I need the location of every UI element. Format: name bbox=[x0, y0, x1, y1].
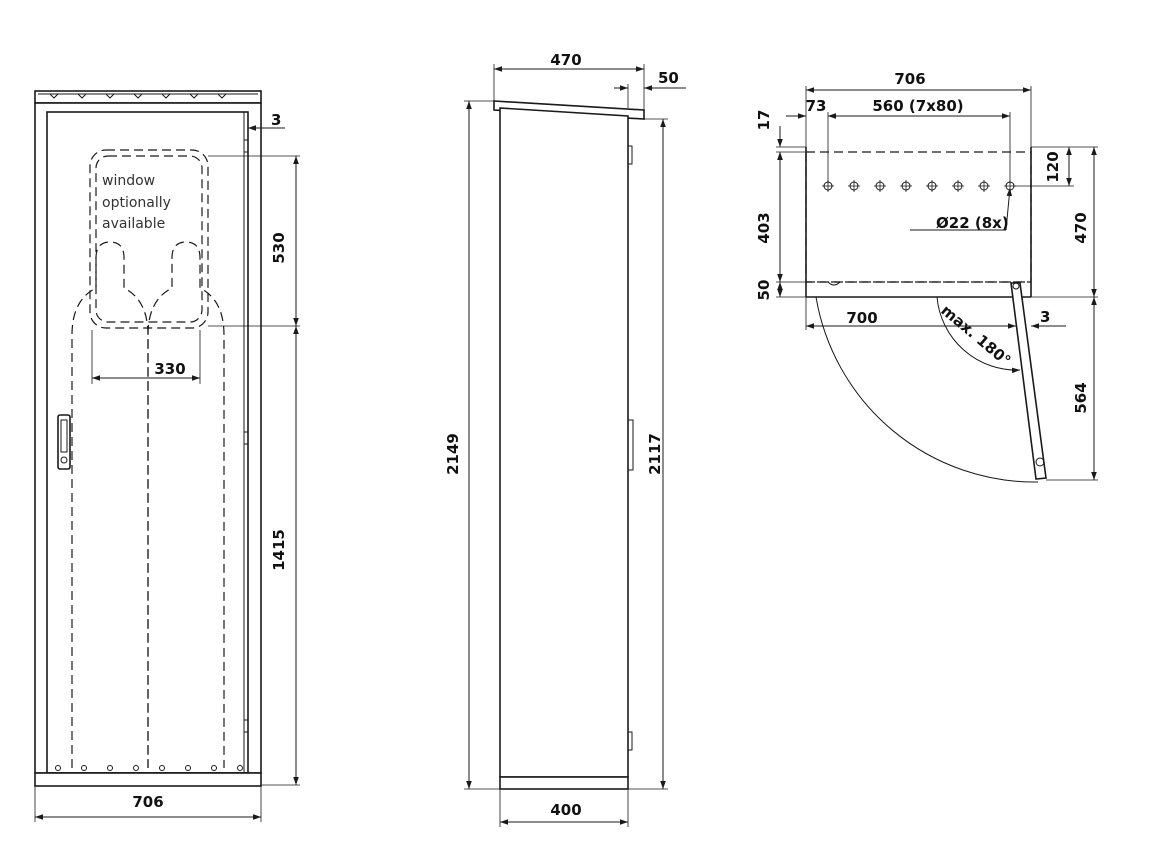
hole-spacing-dim: 560 (7x80) bbox=[872, 97, 963, 115]
window-height-dim: 530 bbox=[270, 232, 288, 263]
front-plinth bbox=[34, 772, 262, 787]
total-depth-dim: 470 bbox=[1072, 212, 1090, 243]
vent-hole-cross bbox=[952, 180, 964, 192]
side-plinth bbox=[499, 776, 629, 790]
front-view: window optionally available 706 3 bbox=[34, 90, 300, 822]
top-view: max. 180° 706 73 560 (7x80) 17 403 50 70… bbox=[755, 70, 1098, 483]
window-note: window optionally available bbox=[102, 173, 175, 232]
door-gap-dim: 3 bbox=[1040, 308, 1050, 326]
door-width-dim: 700 bbox=[846, 309, 877, 327]
hinge-top bbox=[243, 139, 249, 153]
foot-hole-row bbox=[55, 765, 243, 771]
door-handle-grip bbox=[60, 419, 68, 453]
depth-dim: 403 bbox=[755, 212, 773, 243]
door-step-dim: 50 bbox=[755, 280, 773, 301]
roof-screw-row bbox=[49, 93, 227, 99]
swing-dim: 564 bbox=[1072, 382, 1090, 413]
hinge-middle bbox=[243, 431, 249, 445]
door-height-dim: 2117 bbox=[646, 433, 664, 475]
window-outline-outer bbox=[89, 149, 209, 329]
top-width-dim: 706 bbox=[894, 70, 925, 88]
front-width-dim: 706 bbox=[132, 793, 163, 811]
edge-offset-dim: 73 bbox=[806, 97, 827, 115]
top-offset-dim: 17 bbox=[755, 110, 773, 131]
side-hinge-bottom bbox=[627, 731, 633, 751]
door-handle bbox=[57, 414, 71, 470]
side-handle bbox=[627, 419, 634, 471]
gap-dim: 3 bbox=[271, 111, 281, 129]
front-roof bbox=[34, 90, 262, 104]
open-door-handle bbox=[1035, 457, 1045, 467]
vent-hole-cross bbox=[848, 180, 860, 192]
vent-hole-cross bbox=[978, 180, 990, 192]
angle-arc bbox=[936, 296, 1021, 374]
window-note-line3: available bbox=[102, 216, 165, 232]
roof-depth-dim: 470 bbox=[550, 51, 581, 69]
window-note-line2: optionally bbox=[102, 195, 171, 211]
vent-hole-cross bbox=[926, 180, 938, 192]
door-swing-arc bbox=[815, 296, 1039, 483]
vent-hole-cross bbox=[900, 180, 912, 192]
side-body bbox=[499, 107, 629, 778]
top-hinge-mark bbox=[827, 281, 841, 286]
vent-hole-cross bbox=[874, 180, 886, 192]
window-width-dim: 330 bbox=[154, 360, 185, 378]
window-note-line1: window bbox=[102, 173, 155, 189]
lower-height-dim: 1415 bbox=[270, 529, 288, 571]
side-hinge-top bbox=[627, 145, 633, 165]
vent-hole-row bbox=[822, 180, 1016, 192]
total-height-dim: 2149 bbox=[444, 433, 462, 475]
overhang-dim: 50 bbox=[658, 69, 679, 87]
side-view: 470 50 2149 2117 400 bbox=[444, 51, 686, 827]
window-outline-inner bbox=[95, 155, 203, 323]
hinge-bottom bbox=[243, 719, 249, 733]
hole-row-dim: 120 bbox=[1044, 151, 1062, 182]
lock-icon bbox=[60, 456, 68, 464]
body-depth-dim: 400 bbox=[550, 801, 581, 819]
hole-note: Ø22 (8x) bbox=[936, 214, 1009, 232]
